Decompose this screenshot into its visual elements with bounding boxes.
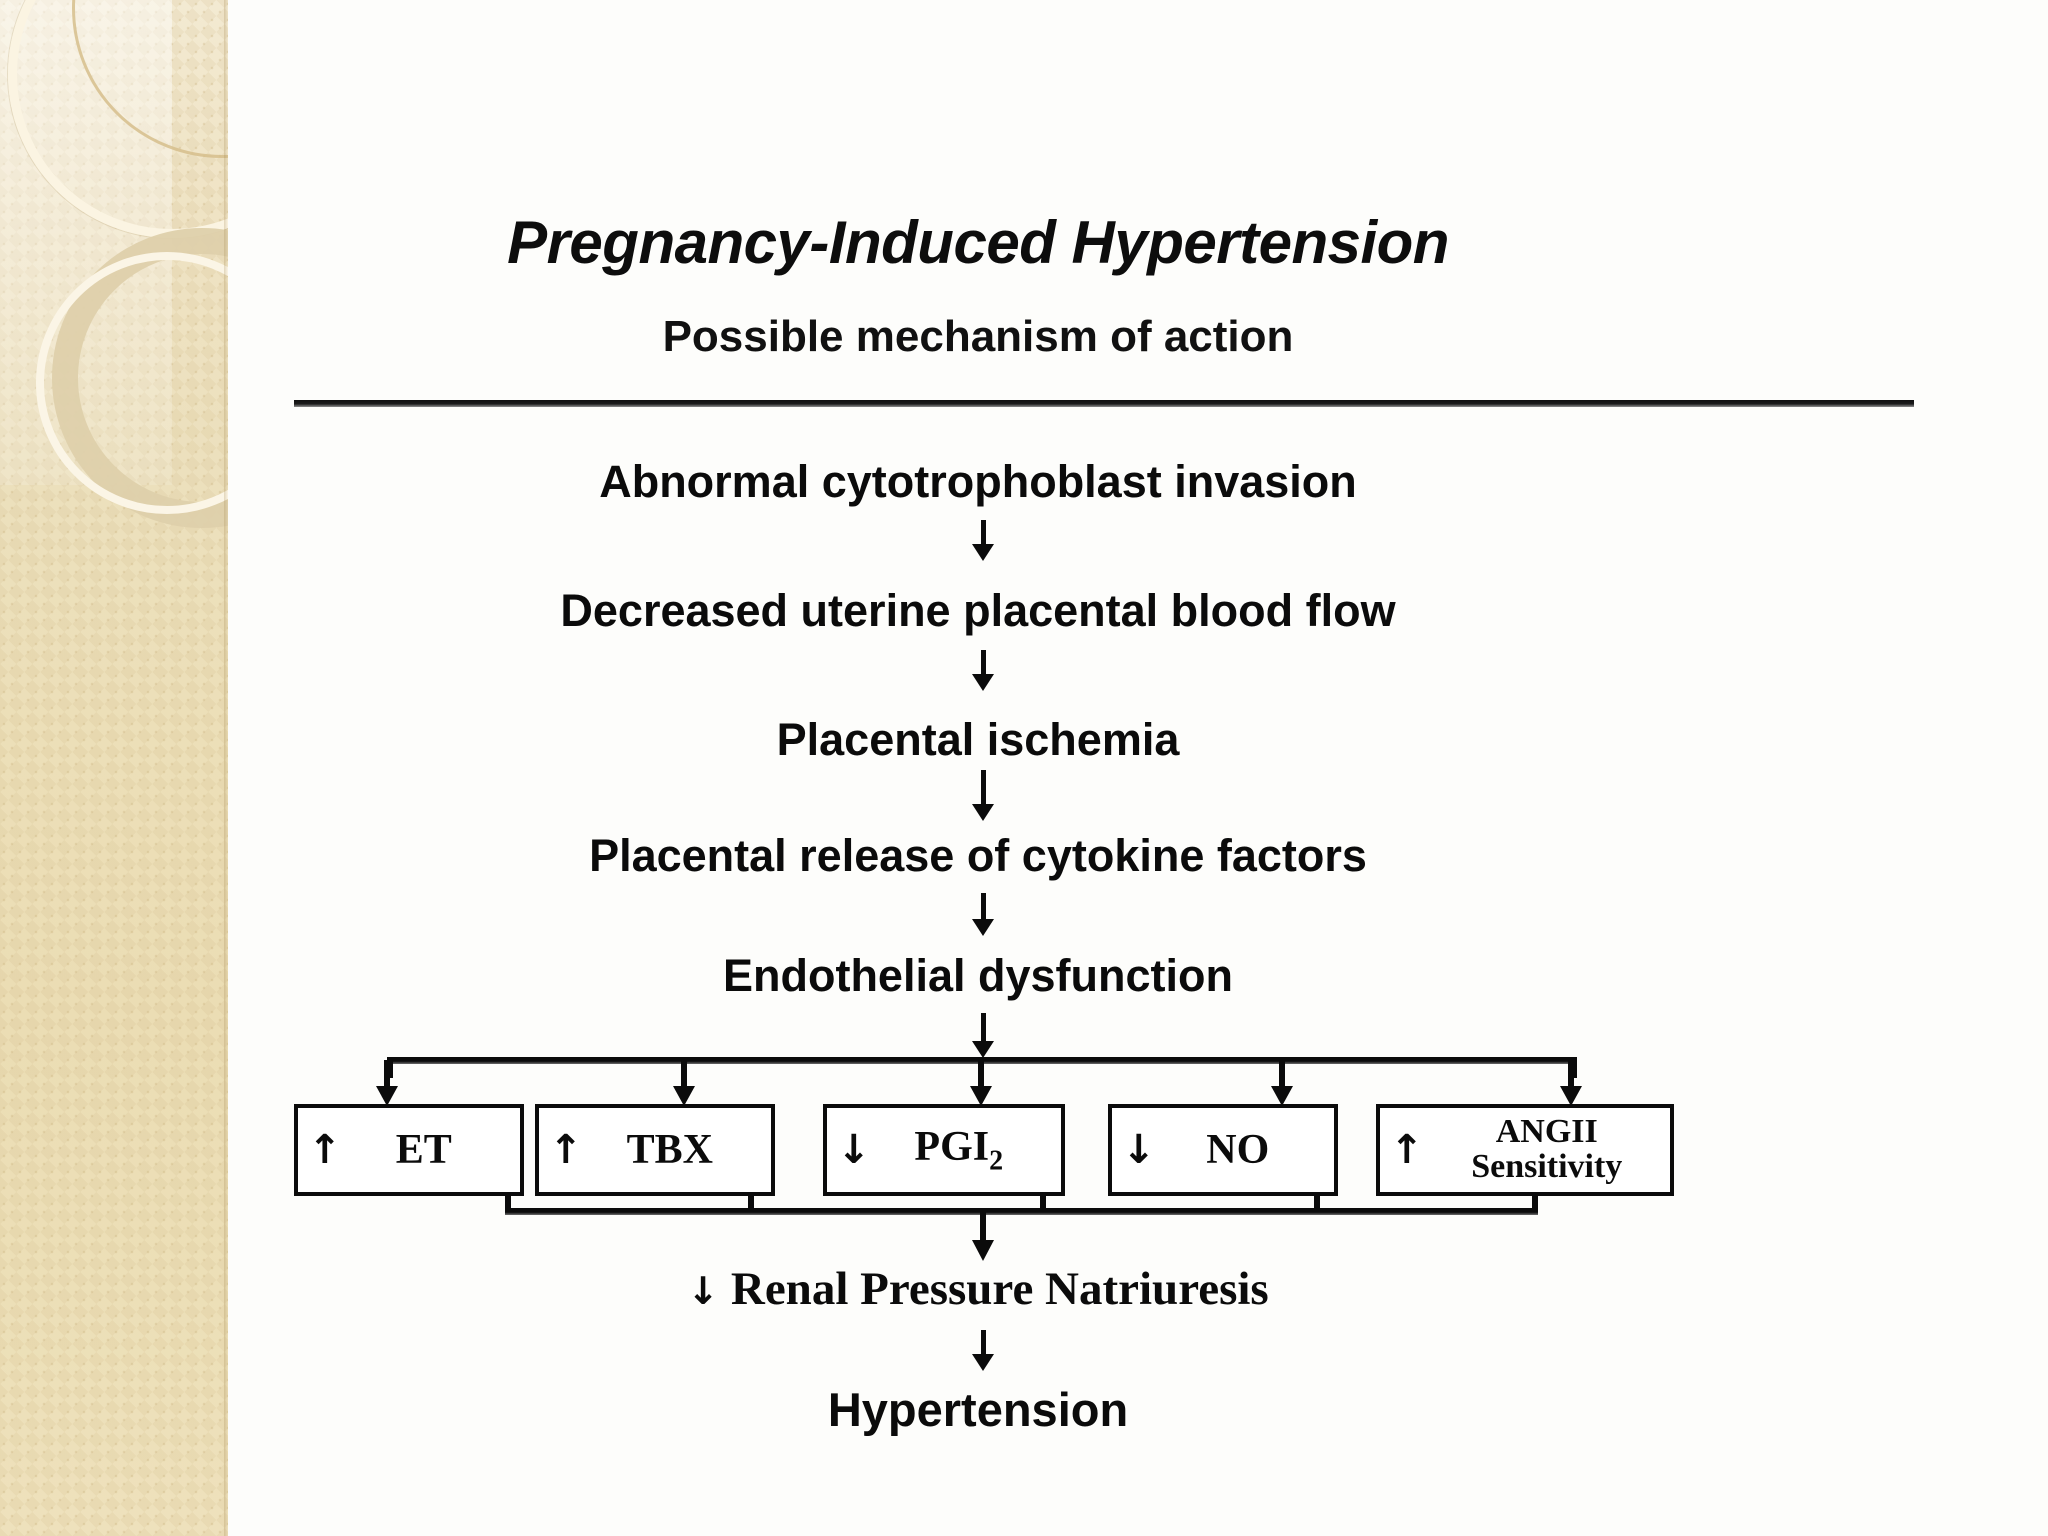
- flow-step-3: Placental ischemia: [776, 714, 1180, 765]
- branch-arrow-2-icon: [673, 1060, 695, 1106]
- factor-label-pgi2-base: PGI: [914, 1123, 990, 1170]
- decorative-sidebar: [0, 0, 228, 1536]
- factor-label-no: NO: [1206, 1127, 1270, 1173]
- title-divider: [294, 400, 1914, 407]
- slide-content: Pregnancy-Induced Hypertension Possible …: [228, 0, 2048, 1536]
- factor-box-tbx: ↑ TBX: [535, 1104, 775, 1196]
- flow-step-1: Abnormal cytotrophoblast invasion: [599, 456, 1357, 507]
- branch-arrow-3-icon: [970, 1060, 992, 1106]
- factor-label-angii: ANGII: [1495, 1113, 1598, 1151]
- up-arrow-icon: ↑: [549, 1127, 583, 1173]
- sidebar-edge-shadow: [224, 0, 228, 1536]
- convergence-arrow-icon: [972, 1210, 994, 1262]
- flow-step-4: Placental release of cytokine factors: [589, 830, 1367, 881]
- page-title: Pregnancy-Induced Hypertension: [507, 209, 1449, 276]
- converge-stub-1: [505, 1196, 511, 1210]
- factor-label-pgi2-subscript: 2: [989, 1145, 1004, 1177]
- flow-arrow-3-icon: [972, 770, 994, 824]
- flow-step-5: Endothelial dysfunction: [722, 950, 1233, 1001]
- branch-arrow-1-icon: [376, 1060, 398, 1106]
- up-arrow-icon: ↑: [1390, 1127, 1424, 1173]
- page-subtitle: Possible mechanism of action: [662, 312, 1294, 361]
- down-arrow-icon: ↓: [687, 1269, 720, 1313]
- up-arrow-icon: ↑: [308, 1127, 342, 1173]
- outcome-renal-pressure-natriuresis: ↓ Renal Pressure Natriuresis: [228, 1262, 1728, 1316]
- flow-arrow-1-icon: [972, 520, 994, 562]
- factor-label-pgi2: PGI2: [871, 1123, 1061, 1177]
- factor-box-pgi2: ↓ PGI2: [823, 1104, 1065, 1196]
- factor-label-sensitivity: Sensitivity: [1471, 1148, 1623, 1185]
- flow-step-2: Decreased uterine placental blood flow: [560, 585, 1396, 636]
- converge-stub-3: [1040, 1196, 1046, 1210]
- outcome-renal-label: Renal Pressure Natriuresis: [730, 1263, 1269, 1315]
- factor-box-et: ↑ ET: [294, 1104, 524, 1196]
- flow-arrow-2-icon: [972, 650, 994, 692]
- flow-arrow-4-icon: [972, 893, 994, 939]
- convergence-bracket-bar: [505, 1208, 1538, 1215]
- flow-arrow-6-icon: [972, 1330, 994, 1376]
- factor-label-tbx: TBX: [626, 1127, 713, 1173]
- factor-label-et: ET: [395, 1127, 452, 1173]
- outcome-hypertension: Hypertension: [827, 1383, 1129, 1436]
- flow-arrow-5-icon: [972, 1013, 994, 1061]
- factor-box-angii-sensitivity: ↑ ANGII Sensitivity: [1376, 1104, 1674, 1196]
- bracket-stub-left: [387, 1060, 393, 1078]
- factor-box-no: ↓ NO: [1108, 1104, 1338, 1196]
- down-arrow-icon: ↓: [837, 1127, 871, 1173]
- bracket-stub-right: [1571, 1060, 1577, 1078]
- converge-stub-4: [1314, 1196, 1320, 1210]
- converge-stub-5: [1532, 1196, 1538, 1210]
- branch-arrow-4-icon: [1271, 1060, 1293, 1106]
- branch-arrow-5-icon: [1560, 1060, 1582, 1106]
- factor-label-angii-sensitivity: ANGII Sensitivity: [1424, 1115, 1670, 1184]
- down-arrow-icon: ↓: [1122, 1127, 1156, 1173]
- converge-stub-2: [748, 1196, 754, 1210]
